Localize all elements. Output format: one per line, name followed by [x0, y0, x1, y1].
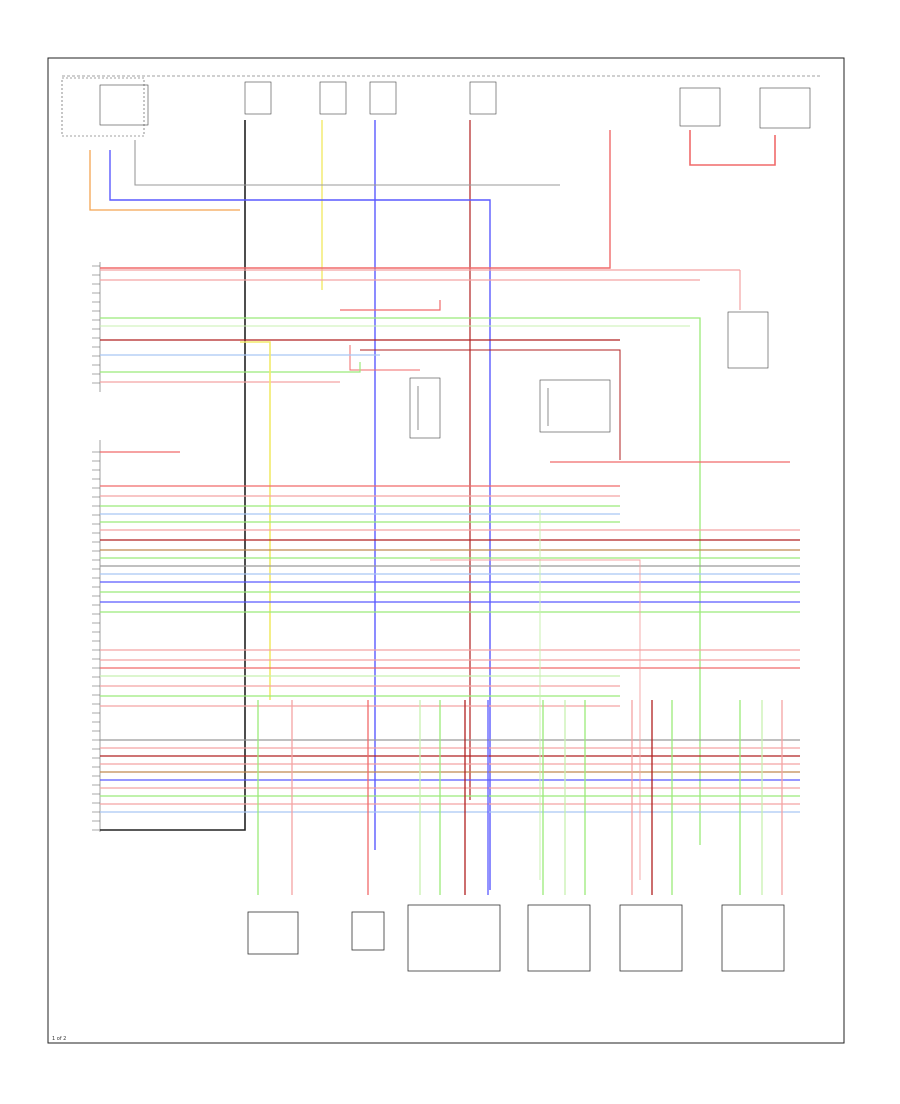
wire-red-relay [689, 130, 776, 166]
relay-boxes [409, 311, 769, 439]
diagram-border [47, 57, 845, 1044]
wire-green-3 [100, 362, 361, 373]
bottom-components [247, 904, 785, 972]
pin-ticks [92, 265, 100, 831]
wire-yellow-2 [240, 341, 271, 700]
rf-door-actuator-symbol [619, 904, 683, 972]
driver-door-actuator-symbol [407, 904, 501, 972]
door-lock-switch-symbol [247, 911, 299, 955]
wire-black-main [100, 120, 246, 831]
wire-gray-top [134, 140, 560, 186]
wire-red-3 [340, 300, 441, 311]
lf-door-actuator-symbol [527, 904, 591, 972]
key-cylinder-switch-symbol [351, 911, 385, 951]
fuse-panel [61, 75, 820, 137]
rr-door-actuator-symbol [721, 904, 785, 972]
wire-blue-loop [109, 150, 491, 890]
wire-orange [89, 150, 240, 211]
wire-harness [89, 120, 800, 895]
wire-red-top [100, 130, 611, 269]
wire-green-1 [100, 317, 701, 845]
wire-red-4 [349, 345, 420, 371]
wire-darkred-2 [360, 349, 621, 460]
wire-pink-link [430, 559, 641, 880]
diagram-footer: 1 of 2 [52, 1036, 66, 1042]
